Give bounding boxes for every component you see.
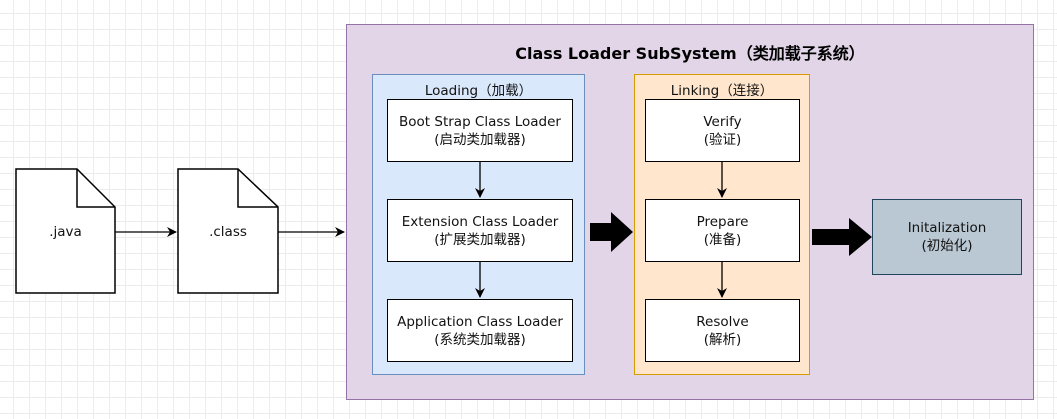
resolve-label-zh: (解析) — [703, 331, 742, 348]
bootstrap-class-loader-box: Boot Strap Class Loader (启动类加载器) — [387, 99, 573, 162]
linking-title: Linking（连接） — [670, 83, 774, 99]
verify-label-zh: (验证) — [703, 131, 742, 148]
verify-label: Verify — [703, 113, 742, 130]
initialization-box: Initalization (初始化) — [872, 199, 1022, 275]
prepare-label: Prepare — [696, 213, 749, 230]
loading-title: Loading（加载） — [424, 83, 533, 99]
extension-label-zh: (扩展类加载器) — [434, 231, 526, 248]
resolve-box: Resolve (解析) — [645, 299, 800, 362]
bootstrap-label: Boot Strap Class Loader — [399, 113, 561, 130]
bootstrap-label-zh: (启动类加载器) — [434, 131, 526, 148]
extension-label: Extension Class Loader — [401, 213, 559, 230]
application-label: Application Class Loader — [397, 313, 563, 330]
initialization-label-zh: (初始化) — [921, 238, 973, 254]
prepare-box: Prepare (准备) — [645, 199, 800, 262]
java-file-label: .java — [49, 224, 82, 240]
class-file-label: .class — [209, 224, 247, 240]
application-class-loader-box: Application Class Loader (系统类加载器) — [387, 299, 573, 362]
verify-box: Verify (验证) — [645, 99, 800, 162]
extension-class-loader-box: Extension Class Loader (扩展类加载器) — [387, 199, 573, 262]
initialization-label: Initalization — [907, 220, 987, 236]
resolve-label: Resolve — [696, 313, 749, 330]
prepare-label-zh: (准备) — [703, 231, 742, 248]
application-label-zh: (系统类加载器) — [434, 331, 526, 348]
subsystem-title: Class Loader SubSystem（类加载子系统） — [515, 44, 865, 63]
